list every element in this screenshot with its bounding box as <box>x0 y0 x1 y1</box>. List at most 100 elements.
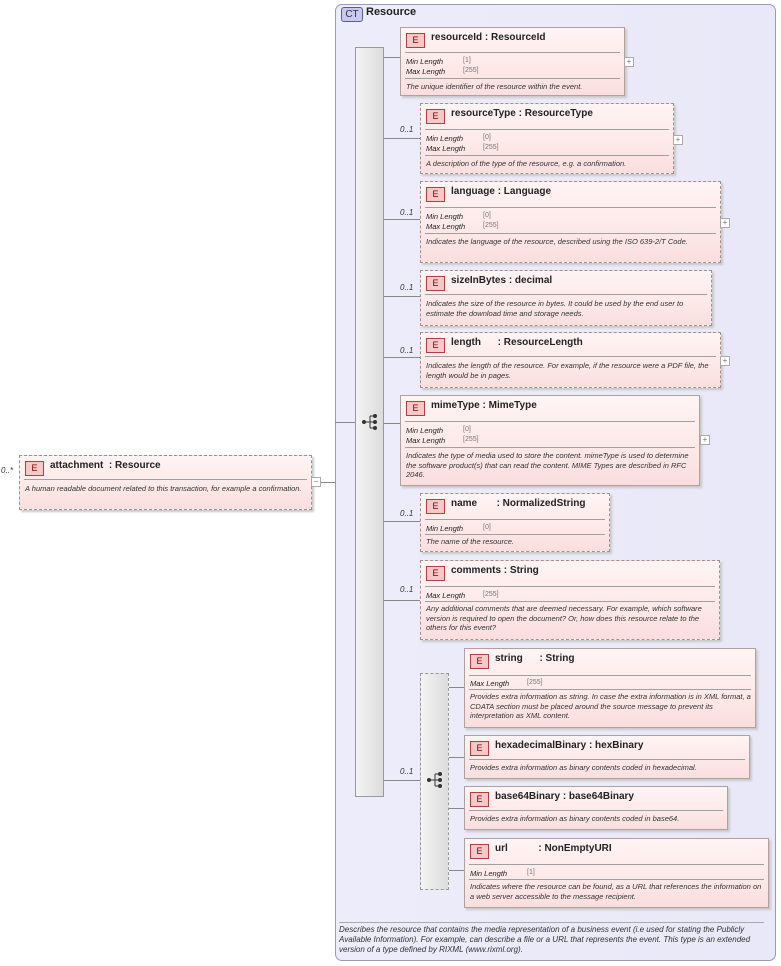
complex-type-description: Describes the resource that contains the… <box>339 922 764 955</box>
cardinality: 0..1 <box>400 346 414 355</box>
connector-line <box>335 422 356 423</box>
facet-label: Min Length <box>426 524 464 533</box>
collapse-button[interactable]: − <box>311 477 321 487</box>
element-badge: E <box>426 499 445 514</box>
element-badge: E <box>470 741 489 756</box>
element-name: resourceType : ResourceType <box>451 108 593 119</box>
facet-label: Min Length <box>470 869 508 878</box>
sequence-icon <box>361 413 379 434</box>
element-description: The unique identifier of the resource wi… <box>406 82 583 91</box>
divider <box>24 479 307 480</box>
divider <box>405 78 620 79</box>
element-string[interactable]: E string : String Max Length [255] Provi… <box>464 648 756 728</box>
element-resourcetype[interactable]: E resourceType : ResourceType Min Length… <box>420 103 674 174</box>
connector-line <box>449 808 464 809</box>
facet-label: Min Length <box>426 212 464 221</box>
element-name: language : Language <box>451 186 552 197</box>
connector-line <box>384 57 400 58</box>
divider <box>425 356 716 357</box>
choice-cardinality: 0..1 <box>400 767 414 776</box>
expand-button[interactable]: + <box>720 218 730 228</box>
element-description: Provides extra information as string. In… <box>470 692 751 720</box>
element-badge: E <box>426 566 445 581</box>
element-mimetype[interactable]: E mimeType : MimeType Min Length [0] Max… <box>400 395 700 486</box>
facet-label: Min Length <box>406 426 444 435</box>
expand-button[interactable]: + <box>624 57 634 67</box>
attachment-element[interactable]: E attachment : Resource A human readable… <box>19 455 312 510</box>
element-name-node[interactable]: E name : NormalizedString Min Length [0]… <box>420 493 610 552</box>
divider <box>469 689 751 690</box>
facet-value: [255] <box>483 144 499 151</box>
facet-value: [1] <box>463 57 471 64</box>
divider <box>469 864 764 865</box>
connector-line <box>449 870 464 871</box>
divider <box>469 810 723 811</box>
facet-label: Max Length <box>470 679 510 688</box>
divider <box>405 421 695 422</box>
connector-line <box>384 423 400 424</box>
element-badge: E <box>470 654 489 669</box>
cardinality: 0..1 <box>400 283 414 292</box>
element-description: The name of the resource. <box>426 537 514 546</box>
divider <box>425 129 669 130</box>
element-name: name : NormalizedString <box>451 498 586 509</box>
element-base64binary[interactable]: E base64Binary : base64Binary Provides e… <box>464 786 728 830</box>
element-description: Any additional comments that are deemed … <box>426 604 702 632</box>
element-url[interactable]: E url : NonEmptyURI Min Length [1] Indic… <box>464 838 769 908</box>
expand-button[interactable]: + <box>673 135 683 145</box>
connector-line <box>384 138 420 139</box>
divider <box>425 534 605 535</box>
element-name: url : NonEmptyURI <box>495 843 612 854</box>
facet-value: [0] <box>483 524 491 531</box>
facet-value: [255] <box>463 67 479 74</box>
facet-value: [0] <box>483 212 491 219</box>
divider <box>425 155 669 156</box>
expand-button[interactable]: + <box>700 435 710 445</box>
cardinality: 0..1 <box>400 585 414 594</box>
facet-label: Max Length <box>426 144 466 153</box>
element-comments[interactable]: E comments : String Max Length [255] Any… <box>420 560 720 640</box>
facet-value: [255] <box>483 591 499 598</box>
element-description: Provides extra information as binary con… <box>470 763 697 772</box>
element-name: resourceId : ResourceId <box>431 32 546 43</box>
element-badge: E <box>470 844 489 859</box>
element-language[interactable]: E language : Language Min Length [0] Max… <box>420 181 721 263</box>
element-name: comments : String <box>451 565 539 576</box>
divider <box>425 294 707 295</box>
facet-label: Max Length <box>406 436 446 445</box>
element-description: Indicates the size of the resource in by… <box>426 299 684 318</box>
element-resourceid[interactable]: E resourceId : ResourceId Min Length [1]… <box>400 27 625 96</box>
element-badge: E <box>25 461 44 476</box>
divider <box>405 52 620 53</box>
cardinality: 0..1 <box>400 125 414 134</box>
element-badge: E <box>406 33 425 48</box>
element-sizeinbytes[interactable]: E sizeInBytes : decimal Indicates the si… <box>420 270 712 326</box>
element-badge: E <box>426 276 445 291</box>
divider <box>469 879 764 880</box>
complex-type-badge: CT <box>341 7 363 22</box>
element-name: mimeType : MimeType <box>431 400 537 411</box>
attachment-description: A human readable document related to thi… <box>25 484 302 493</box>
element-name: hexadecimalBinary : hexBinary <box>495 740 644 751</box>
divider <box>425 233 716 234</box>
element-badge: E <box>426 109 445 124</box>
divider <box>425 586 715 587</box>
facet-value: [255] <box>527 679 543 686</box>
facet-value: [1] <box>527 869 535 876</box>
element-name: length : ResourceLength <box>451 337 583 348</box>
element-description: Indicates the length of the resource. Fo… <box>426 361 709 380</box>
connector-line <box>321 482 335 483</box>
attachment-cardinality: 0..* <box>1 466 14 475</box>
cardinality: 0..1 <box>400 208 414 217</box>
cardinality: 0..1 <box>400 509 414 518</box>
element-hexadecimalbinary[interactable]: E hexadecimalBinary : hexBinary Provides… <box>464 735 750 779</box>
facet-value: [255] <box>483 222 499 229</box>
element-description: Provides extra information as binary con… <box>470 814 680 823</box>
element-name: sizeInBytes : decimal <box>451 275 553 286</box>
expand-button[interactable]: + <box>720 356 730 366</box>
element-description: Indicates where the resource can be foun… <box>470 882 762 901</box>
element-length[interactable]: E length : ResourceLength Indicates the … <box>420 332 721 388</box>
facet-value: [0] <box>483 134 491 141</box>
connector-line <box>384 780 420 781</box>
connector-line <box>384 600 420 601</box>
